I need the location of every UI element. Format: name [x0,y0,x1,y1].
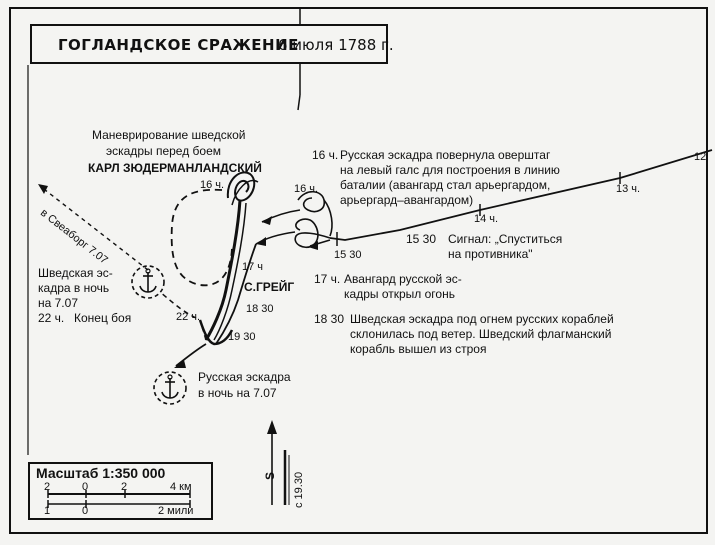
time-22: 22 ч. [176,311,201,323]
map-date: 6 июля 1788 г. [278,36,394,54]
swedish-anchor-icon [139,268,157,293]
battle-end-time: 22 ч. [38,311,65,325]
russian-night-label-1: Русская эскадра [198,370,291,384]
scale-km-tick: 4 км [170,481,192,493]
event-15-30-line-1: Сигнал: „Спуститься [448,232,563,246]
time-18-30: 18 30 [246,303,274,315]
scale-box: Масштаб 1:350 000 2 0 2 4 км 1 0 2 мили [28,462,213,520]
event-18-30-line-3: корабль вышел из строя [350,342,487,356]
scale-bar [47,490,191,508]
time-16-swedish: 16 ч. [200,179,225,191]
event-time-17: 17 ч. [314,272,341,286]
event-18-30-line-1: Шведская эскадра под огнем русских кораб… [350,312,614,326]
swedish-night-label-3: на 7.07 [38,296,78,310]
scale-km-tick: 0 [82,481,89,493]
scale-mile-tick: 1 [44,505,51,517]
time-17: 17 ч [242,261,264,273]
swedish-night-label-2: кадра в ночь [38,281,110,295]
russian-night-anchor-circle [153,371,187,405]
scale-km-tick: 2 [121,481,128,493]
compass-letter: S [263,471,277,480]
scale-mile-tick: 2 мили [158,505,194,517]
event-18-30-line-2: склонилась под ветер. Шведский флагманск… [350,327,612,341]
scale-mile-tick: 0 [82,505,89,517]
swedish-swirl [226,171,256,202]
scale-km-tick: 2 [44,481,51,493]
swedish-night-label-1: Шведская эс- [38,266,113,280]
swedish-night-anchor-circle [131,265,165,299]
swedish-maneuver-caption-1: Маневрирование шведской [92,128,246,142]
event-time-16: 16 ч. [312,148,339,162]
time-14: 14 ч. [474,213,499,225]
to-sveaborg-path [39,185,149,271]
greig-label: С.ГРЕЙГ [244,280,295,294]
russian-anchor-icon [161,374,179,399]
event-17-line-1: Авангард русской эс- [344,272,462,286]
event-15-30-line-2: на противника" [448,247,533,261]
event-16-line-4: арьергард–авангардом) [340,193,474,207]
time-19-30: 19 30 [228,331,256,343]
swedish-flagship-name: КАРЛ ЗЮДЕРМАНЛАНДСКИЙ [88,161,262,175]
event-time-15-30: 15 30 [406,232,437,246]
event-16-line-1: Русская эскадра повернула оверштаг [340,148,551,162]
event-time-18-30: 18 30 [314,312,345,326]
swedish-maneuver-dashed-path [170,188,233,287]
time-13: 13 ч. [616,183,641,195]
event-16-line-3: баталии (авангард стал арьергардом, [340,178,551,192]
compass-declination: с 19.30 [293,471,305,508]
event-16-line-2: на левый галс для построения в линию [340,163,560,177]
russian-main-track [329,149,713,241]
russian-turn-loop [294,218,331,249]
time-15-30: 15 30 [334,249,362,261]
russian-battle-line [215,243,257,345]
swedish-track [204,199,242,341]
event-17-line-2: кадры открыл огонь [344,287,455,301]
battle-end-text: Конец боя [74,311,132,325]
swedish-maneuver-caption-2: эскадры перед боем [106,144,222,158]
map-frame [9,7,708,534]
scale-label: Масштаб 1:350 000 [36,465,166,481]
compass-arrow-icon [267,420,290,505]
title-box: ГОГЛАНДСКОЕ СРАЖЕНИЕ 6 июля 1788 г. [30,24,394,64]
time-16-russian: 16 ч. [294,183,319,195]
time-12: 12 [694,151,707,163]
map-title: ГОГЛАНДСКОЕ СРАЖЕНИЕ [58,36,299,54]
russian-night-label-2: в ночь на 7.07 [198,386,277,400]
russian-night-path [175,343,207,367]
